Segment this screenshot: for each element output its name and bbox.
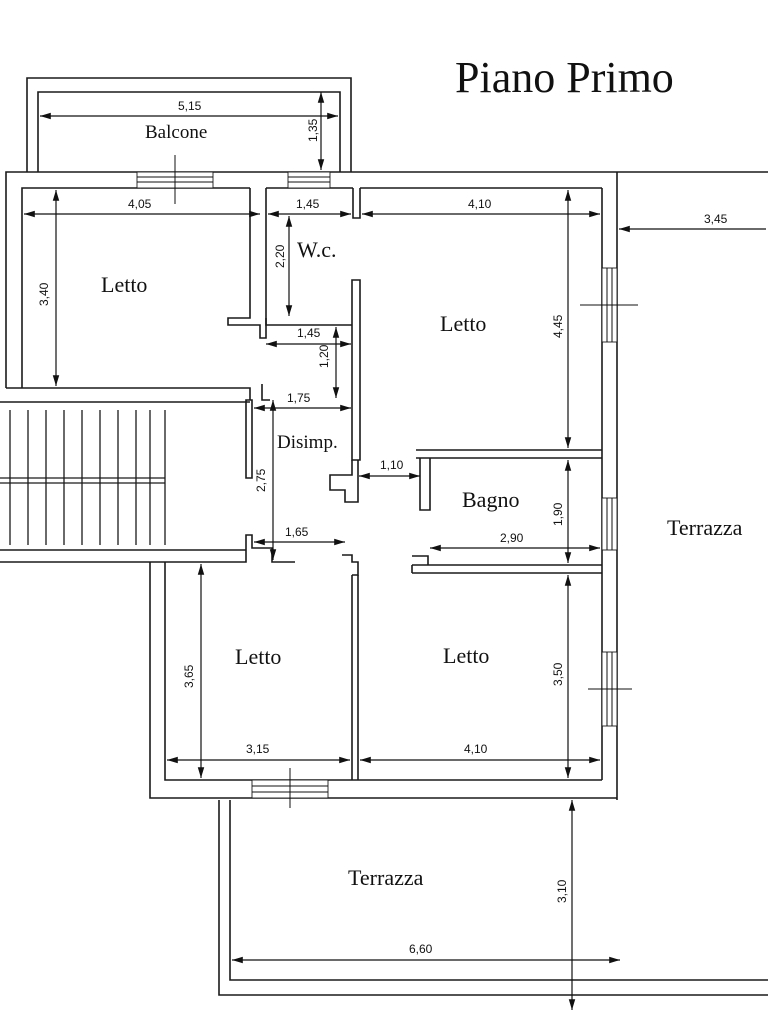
- window-balcony-left: [136, 155, 214, 204]
- room-label-letto-sw: Letto: [235, 644, 281, 669]
- room-label-terrazza-south: Terrazza: [348, 865, 424, 890]
- dim-text-bagno-depth: 1,90: [551, 502, 565, 526]
- dim-text-balcone-width: 5,15: [178, 99, 202, 113]
- window-wc: [287, 171, 331, 189]
- room-label-wc: W.c.: [297, 237, 337, 262]
- partition-lower-wall: [351, 575, 359, 780]
- dim-text-wc-depth: 2,20: [273, 244, 287, 268]
- room-label-disimp: Disimp.: [277, 432, 338, 453]
- dim-text-balcone-depth: 1,35: [306, 118, 320, 142]
- dim-text-letto-ne-depth: 4,45: [551, 314, 565, 338]
- window-east-lower: [588, 651, 632, 727]
- bagno-south-wall: [411, 555, 602, 574]
- room-label-terrazza-east: Terrazza: [667, 515, 743, 540]
- room-label-letto-ne: Letto: [440, 311, 486, 336]
- dim-text-letto-nw-depth: 3,40: [37, 282, 51, 306]
- window-east-upper: [580, 267, 638, 343]
- dimension-texts: 5,15 1,35 4,05 3,40 1,45 2,20 4,10 4,45 …: [37, 99, 728, 956]
- windows: [136, 155, 638, 808]
- wc-west-wall: [227, 188, 267, 339]
- south-west-outer-wall: [149, 562, 617, 799]
- staircase: [0, 410, 166, 545]
- dim-text-letto-sw-depth: 3,65: [182, 664, 196, 688]
- north-wall-outer: [5, 171, 617, 388]
- dim-text-bagno-width: 2,90: [500, 531, 524, 545]
- dim-text-hall-width: 1,65: [285, 525, 309, 539]
- dim-text-corridor-depth: 1,20: [317, 344, 331, 368]
- corridor-east-wall: [351, 279, 361, 461]
- dim-text-passage-width: 1,10: [380, 458, 404, 472]
- bagno-north-wall: [416, 449, 602, 459]
- room-label-bagno: Bagno: [462, 487, 519, 512]
- dim-text-corridor-width: 1,45: [297, 326, 321, 340]
- disimp-east-block: [329, 460, 359, 503]
- south-west-inner-wall: [164, 562, 602, 781]
- dim-text-letto-sw-width: 3,15: [246, 742, 270, 756]
- dim-text-letto-nw-width: 4,05: [128, 197, 152, 211]
- dim-text-wc-width: 1,45: [296, 197, 320, 211]
- dimension-lines: [23, 92, 766, 1010]
- dim-text-letto-se-depth: 3,50: [551, 662, 565, 686]
- bagno-west-wall: [419, 458, 431, 511]
- wc-east-wall: [352, 188, 361, 219]
- window-bagno: [601, 497, 618, 551]
- disimp-west-wall: [245, 384, 270, 479]
- room-label-balcone: Balcone: [145, 122, 207, 143]
- terrazza-south-inner: [229, 800, 768, 981]
- balcony-wall: [26, 77, 352, 172]
- balcony-inner-wall: [37, 91, 341, 172]
- window-south: [251, 768, 329, 808]
- room-labels: Balcone W.c. Letto Letto Disimp. Bagno T…: [101, 122, 743, 890]
- dim-text-terrazza-south-width: 6,60: [409, 942, 433, 956]
- terrazza-south-outer: [218, 800, 768, 996]
- dim-text-letto-ne-width: 4,10: [468, 197, 492, 211]
- dim-text-disimp-depth: 2,75: [254, 468, 268, 492]
- dim-text-terrazza-south-depth: 3,10: [555, 879, 569, 903]
- dim-text-letto-se-width: 4,10: [464, 742, 488, 756]
- stair-south-wall: [0, 534, 295, 563]
- wc-south-wall: [265, 318, 352, 326]
- dim-text-terrazza-east-width: 3,45: [704, 212, 728, 226]
- dim-text-disimp-width: 1,75: [287, 391, 311, 405]
- letto-nw-south-wall: [6, 387, 251, 400]
- walls: [0, 77, 768, 996]
- plan-title: Piano Primo: [455, 53, 674, 102]
- hall-east-block: [342, 554, 359, 576]
- room-label-letto-nw: Letto: [101, 272, 147, 297]
- room-label-letto-se: Letto: [443, 643, 489, 668]
